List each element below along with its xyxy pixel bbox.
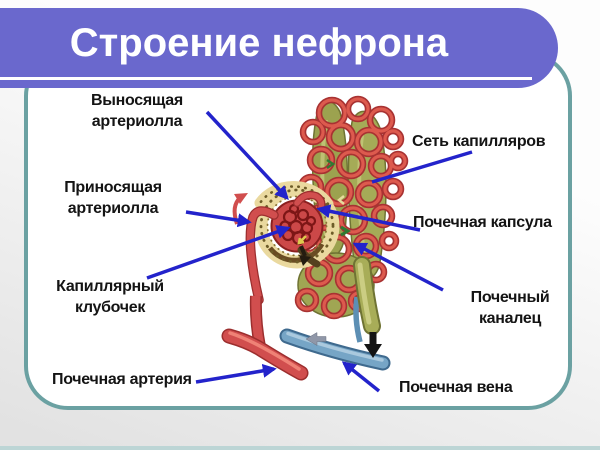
title-underline [0, 77, 532, 80]
label-line: Выносящая [91, 92, 183, 109]
label-afferent-arteriole: Приносящая артериолла [40, 177, 186, 219]
label-line: артериолла [67, 200, 159, 217]
label-renal-tubule: Почечный каналец [447, 287, 573, 329]
label-capillary-glomerulus: Капиллярный клубочек [40, 276, 180, 318]
label-renal-artery: Почечная артерия [52, 371, 192, 388]
slide-edge-strip [0, 446, 600, 450]
label-line: Капиллярный [56, 278, 164, 295]
label-capillary-network: Сеть капилляров [412, 133, 546, 150]
label-line: Приносящая [64, 179, 162, 196]
label-line: артериолла [91, 113, 183, 130]
title-banner: Строение нефрона [0, 8, 558, 88]
label-line: Почечный [470, 289, 550, 306]
label-renal-vein: Почечная вена [399, 379, 513, 396]
label-renal-capsule: Почечная капсула [413, 214, 552, 231]
label-efferent-arteriole: Выносящая артериолла [57, 90, 217, 132]
label-line: клубочек [74, 299, 146, 316]
page-title: Строение нефрона [69, 21, 449, 65]
label-line: каналец [478, 310, 542, 327]
